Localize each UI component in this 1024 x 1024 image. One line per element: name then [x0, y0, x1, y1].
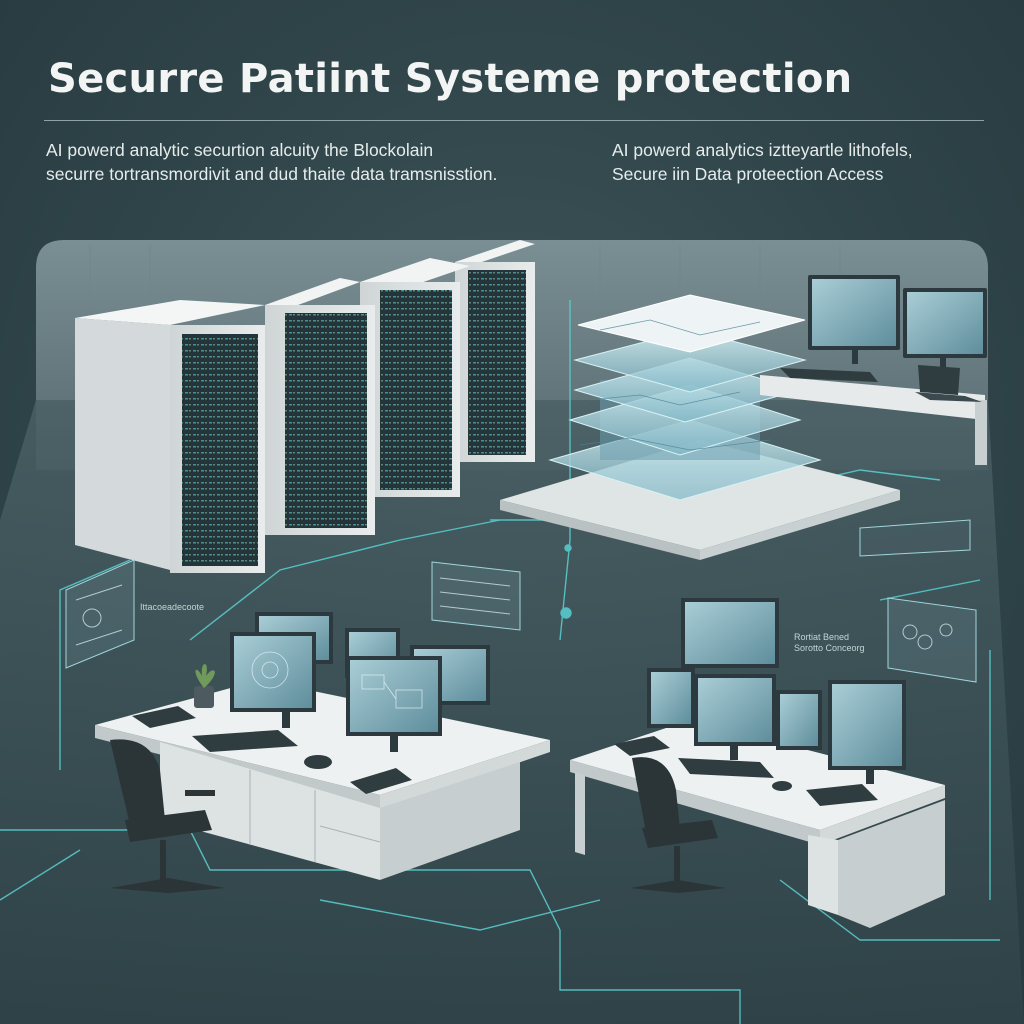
- office-chair-icon: [630, 757, 726, 893]
- panel-graphics: [75, 577, 953, 650]
- network-lines: [0, 300, 1000, 1024]
- subtitle-right: AI powerd analytics iztteyartle lithofel…: [612, 138, 913, 186]
- computer-workstation-icon: [570, 598, 945, 928]
- subtitle-left-line-1: AI powerd analytic securtion alcuity the…: [46, 140, 434, 160]
- server-rack-icon: [75, 240, 535, 573]
- title-divider: [44, 120, 984, 121]
- office-chair-icon: [110, 739, 225, 893]
- subtitle-left-line-2: securre tortransmordivit and dud thaite …: [46, 164, 498, 184]
- header: Securre Patiint Systeme protection AI po…: [0, 0, 1024, 230]
- computer-workstation-icon: [760, 275, 987, 465]
- potted-plant-icon: [194, 664, 215, 708]
- subtitle-left: AI powerd analytic securtion alcuity the…: [46, 138, 497, 186]
- subtitle-right-line-1: AI powerd analytics iztteyartle lithofel…: [612, 140, 913, 160]
- callout-right-desk-line-2: Sorotto Conceorg: [794, 643, 865, 653]
- callout-right-desk: Rortiat Bened Sorotto Conceorg: [794, 632, 865, 654]
- callout-left-panel: Ittacoeadecoote: [140, 602, 205, 612]
- page-title: Securre Patiint Systeme protection: [48, 56, 853, 102]
- callout-right-desk-line-1: Rortiat Bened: [794, 632, 850, 642]
- computer-workstation-icon: [95, 612, 550, 880]
- subtitle-right-line-2: Secure iin Data proteection Access: [612, 164, 884, 184]
- layered-database-icon: [500, 294, 900, 560]
